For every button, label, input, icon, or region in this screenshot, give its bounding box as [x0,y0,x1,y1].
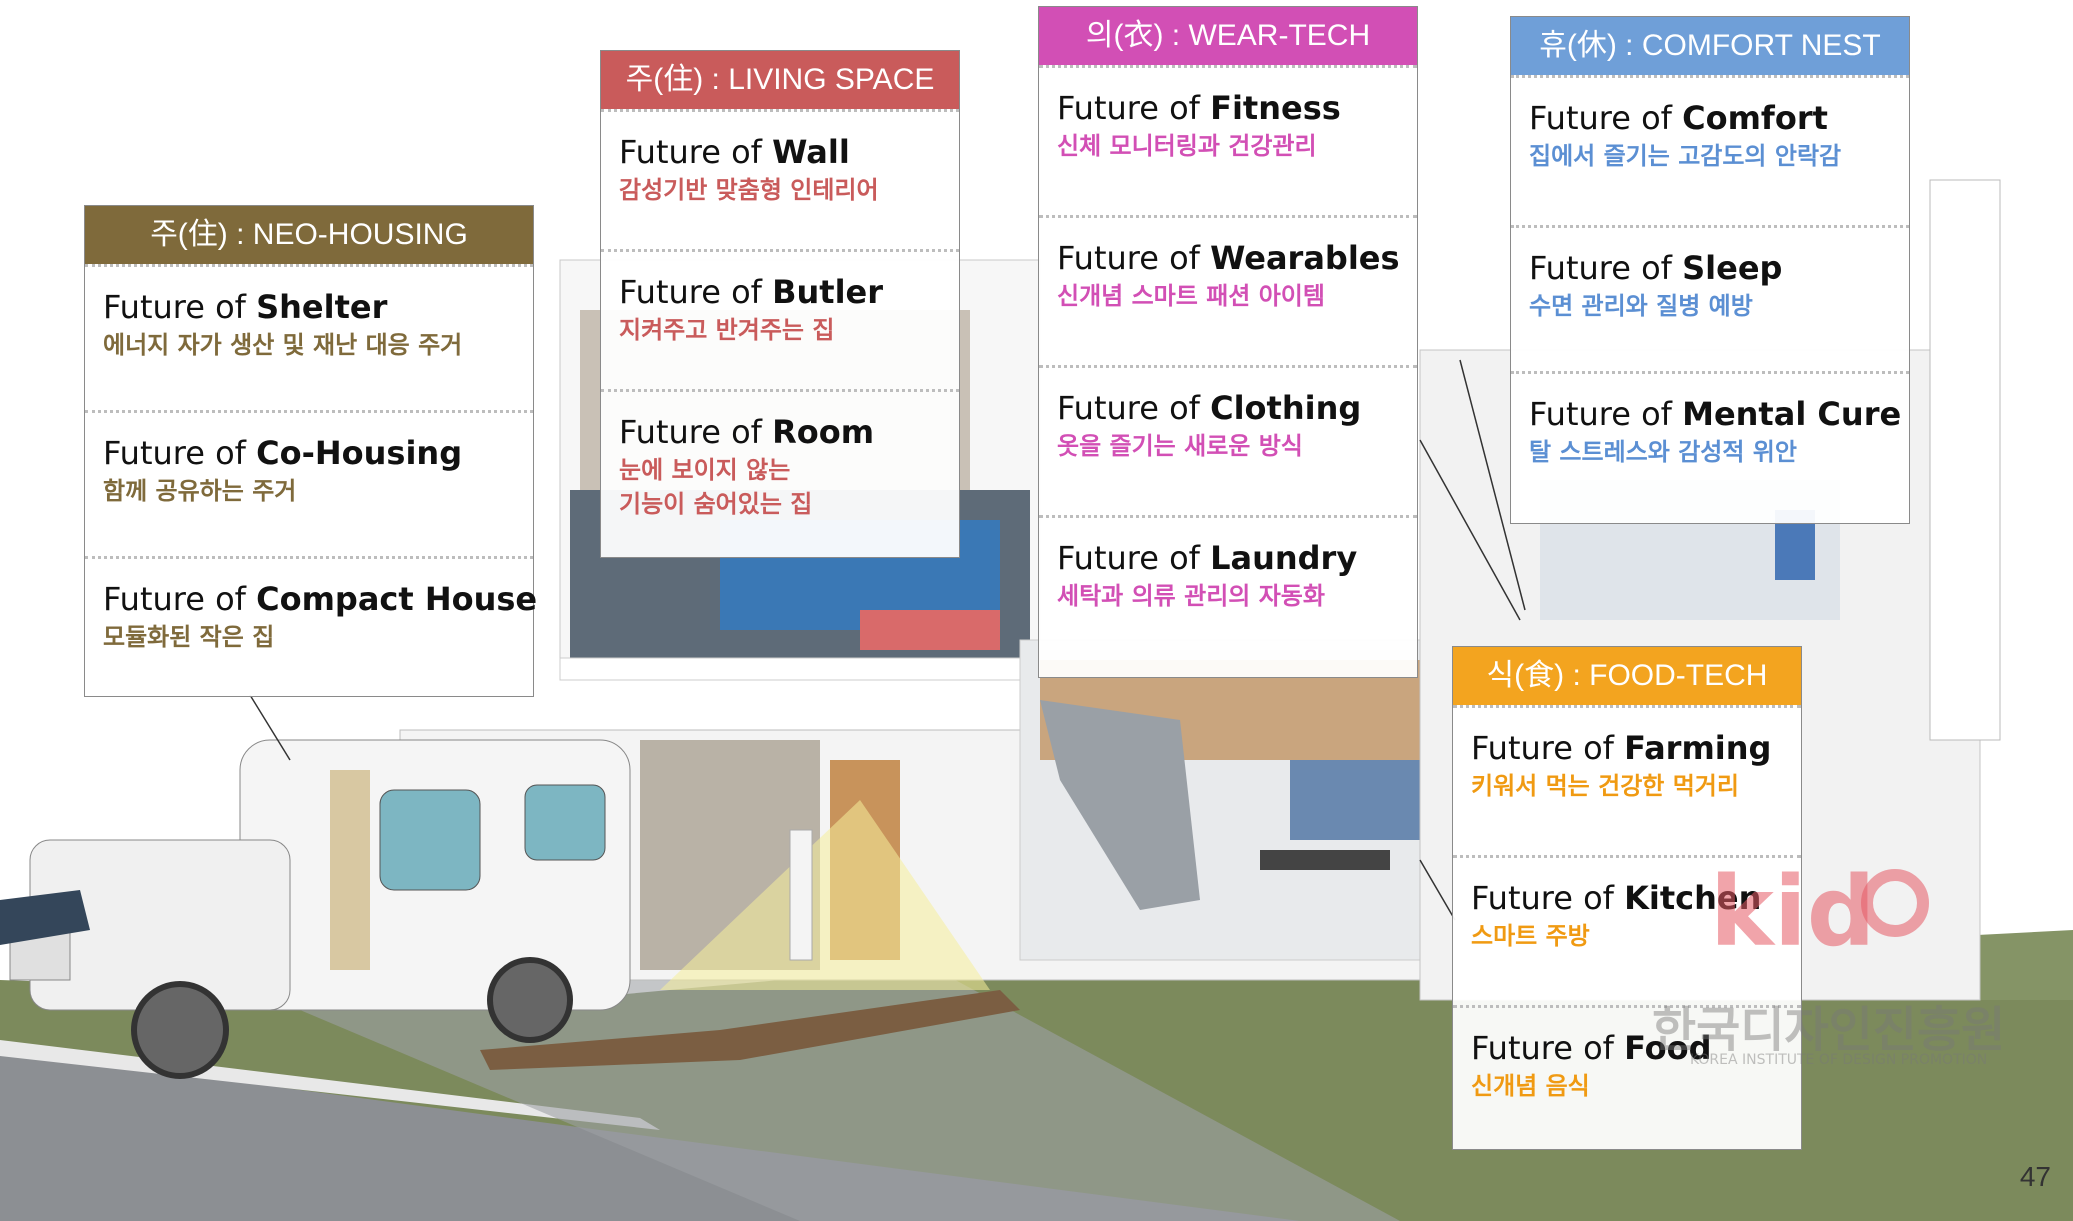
floor-slab-1 [559,657,1081,681]
panel-item: Future of Wall 감성기반 맞춤형 인테리어 [601,109,959,249]
item-title: Future of Laundry [1057,539,1358,577]
driveway [300,950,1400,1221]
item-title: Future of Comfort [1529,99,1828,137]
panel-item: Future of Wearables 신개념 스마트 패션 아이템 [1039,215,1417,365]
panel-wear-tech: 의(衣) : WEAR-TECH Future of Fitness 신체 모니… [1038,6,1418,678]
panel-header: 식(食) : FOOD-TECH [1453,647,1801,705]
item-title: Future of Wall [619,133,850,171]
solar-panel [0,890,90,945]
panel-item: Future of Comfort 집에서 즐기는 고감도의 안락감 [1511,75,1909,225]
item-title: Future of Kitchen [1471,879,1762,917]
panel-item: Future of Fitness 신체 모니터링과 건강관리 [1039,65,1417,215]
panel-item: Future of Shelter 에너지 자가 생산 및 재난 대응 주거 [85,264,533,410]
kidp-logo-mark: kid [1710,856,1929,965]
panel-item: Future of Clothing 옷을 즐기는 새로운 방식 [1039,365,1417,515]
item-title: Future of Compact House [103,580,538,618]
panel-neo-housing: 주(住) : NEO-HOUSING Future of Shelter 에너지… [84,205,538,697]
leader-line [1419,859,1456,921]
item-desc: 에너지 자가 생산 및 재난 대응 주거 [103,331,463,359]
panel-header: 주(住) : NEO-HOUSING [85,206,533,264]
item-title: Future of Room [619,413,875,451]
light-cone [660,800,990,990]
panel-item: Future of Kitchen 스마트 주방 [1453,855,1801,1005]
item-desc: 신체 모니터링과 건강관리 [1057,132,1317,160]
item-desc: 함께 공유하는 주거 [103,477,297,505]
item-desc: 눈에 보이지 않는 [619,456,791,484]
leader-line [1459,359,1526,611]
dining-table [1260,850,1390,870]
camper-van [9,739,631,1079]
item-desc: 감성기반 맞춤형 인테리어 [619,176,879,204]
item-title: Future of Wearables [1057,239,1400,277]
item-title: Future of Farming [1471,729,1772,767]
item-title: Future of Clothing [1057,389,1362,427]
person-figure [789,829,813,961]
road [0,1050,1300,1221]
item-desc: 탈 스트레스와 감성적 위안 [1529,438,1797,466]
item-desc: 세탁과 의류 관리의 자동화 [1057,582,1325,610]
item-desc: 스마트 주방 [1471,922,1590,950]
panel-item: Future of Farming 키워서 먹는 건강한 먹거리 [1453,705,1801,855]
panel-header: 의(衣) : WEAR-TECH [1039,7,1417,65]
item-title: Future of Butler [619,273,884,311]
leader-line [249,694,291,761]
red-sofa [860,610,1000,650]
item-title: Future of Sleep [1529,249,1783,287]
page-number: 47 [2019,1161,2051,1192]
item-title: Future of Co-Housing [103,434,463,472]
panel-living-space: 주(住) : LIVING SPACE Future of Wall 감성기반 … [600,50,960,558]
panel-item: Future of Laundry 세탁과 의류 관리의 자동화 [1039,515,1417,675]
item-title: Future of Shelter [103,288,388,326]
item-title: Future of Food [1471,1029,1712,1067]
panel-item: Future of Room 눈에 보이지 않는 기능이 숨어있는 집 [601,389,959,557]
panel-food-tech: 식(食) : FOOD-TECH Future of Farming 키워서 먹… [1452,646,1802,1150]
steps [480,990,1020,1070]
item-desc: 집에서 즐기는 고감도의 안락감 [1529,142,1842,170]
item-desc: 키워서 먹는 건강한 먹거리 [1471,772,1739,800]
item-desc: 모듈화된 작은 집 [103,623,275,651]
item-desc: 지켜주고 반겨주는 집 [619,316,835,344]
right-lattice [1929,179,2001,741]
leader-line [1419,439,1521,621]
panel-item: Future of Sleep 수면 관리와 질병 예방 [1511,225,1909,371]
panel-comfort-nest: 휴(休) : COMFORT NEST Future of Comfort 집에… [1510,16,1910,524]
panel-item: Future of Co-Housing 함께 공유하는 주거 [85,410,533,556]
panel-item: Future of Mental Cure 탈 스트레스와 감성적 위안 [1511,371,1909,521]
item-title: Future of Fitness [1057,89,1341,127]
item-desc: 신개념 음식 [1471,1072,1590,1100]
item-desc: 수면 관리와 질병 예방 [1529,292,1753,320]
spiral-stair [1040,700,1200,910]
panel-header: 주(住) : LIVING SPACE [601,51,959,109]
item-desc: 옷을 즐기는 새로운 방식 [1057,432,1303,460]
logo-korean: 한국디자인진흥원 [1652,1002,2006,1058]
panel-item: Future of Compact House 모듈화된 작은 집 [85,556,538,696]
tv-wall [1290,760,1430,840]
panel-header: 휴(休) : COMFORT NEST [1511,17,1909,75]
svg-text:kid: kid [1710,856,1875,965]
item-title: Future of Mental Cure [1529,395,1902,433]
panel-item: Future of Food 신개념 음식 [1453,1005,1801,1145]
item-desc: 기능이 숨어있는 집 [619,490,813,518]
item-desc: 신개념 스마트 패션 아이템 [1057,282,1325,310]
logo-english: KOREA INSTITUTE OF DESIGN PROMOTION [1690,1052,1988,1068]
panel-item: Future of Butler 지켜주고 반겨주는 집 [601,249,959,389]
